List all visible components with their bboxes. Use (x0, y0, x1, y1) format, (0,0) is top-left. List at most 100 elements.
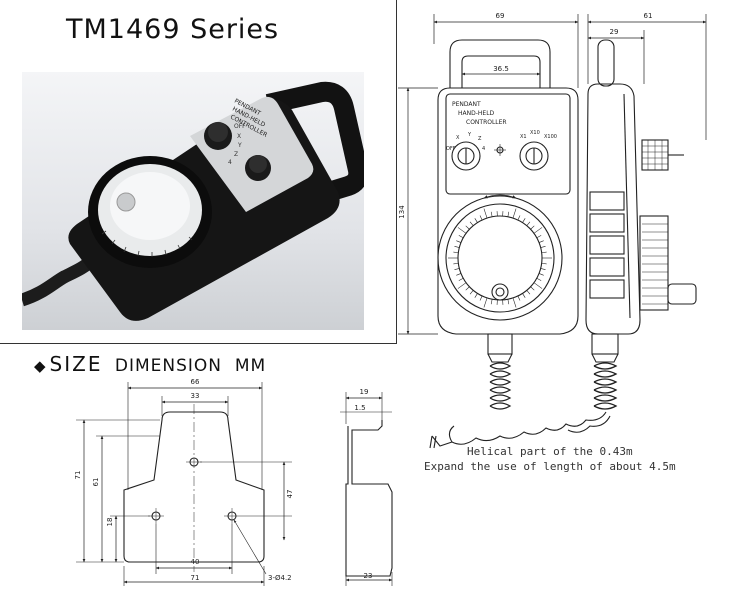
mount-profile-outline (345, 420, 393, 577)
mount-bracket-outline (123, 411, 265, 563)
dial-tick (522, 218, 526, 223)
dial-tick (454, 246, 460, 248)
dial-tick (526, 290, 531, 295)
dial-tick (469, 221, 474, 226)
side-view (429, 14, 707, 449)
dial-tick (453, 251, 459, 254)
dial-tick (456, 273, 462, 276)
dial-tick (483, 208, 488, 219)
dial-tick (465, 225, 470, 230)
side-handwheel (639, 215, 669, 311)
svg-text:OFF: OFF (446, 146, 456, 152)
svg-text:X10: X10 (530, 130, 540, 136)
dial-tick (512, 208, 517, 219)
dial-tick (458, 235, 464, 239)
dial-tick (540, 246, 546, 248)
side-body-outline (585, 83, 641, 335)
side-handwheel-grip (667, 283, 697, 305)
dial-tick (490, 211, 493, 217)
dim-mount-left-inner: 61 (92, 478, 100, 487)
svg-text:Z: Z (234, 151, 238, 158)
dial-tick (540, 268, 546, 270)
mount-profile-view (340, 392, 393, 586)
dial-tick (465, 286, 470, 291)
front-handwheel-outer (437, 195, 563, 321)
section-divider-vertical (396, 0, 397, 343)
dim-profile-thickness: 1.5 (354, 404, 365, 412)
dial-tick (458, 277, 464, 281)
section-divider-horizontal (0, 343, 397, 344)
helical-cable (429, 411, 611, 449)
front-handle-inner (461, 55, 541, 88)
side-cable-connector (591, 333, 619, 355)
front-view (398, 14, 579, 410)
dial-tick (536, 277, 542, 281)
svg-text:Z: Z (478, 136, 482, 142)
svg-text:OFF: OFF (234, 123, 246, 130)
side-cable-coil (593, 362, 618, 410)
photo-handwheel-grip (116, 192, 136, 212)
dial-tick (479, 215, 483, 221)
front-axis-switch (451, 141, 481, 171)
dial-tick (474, 293, 478, 298)
product-title: TM1469 Series (66, 14, 280, 45)
dial-tick (522, 293, 526, 298)
svg-text:X100: X100 (544, 134, 557, 140)
svg-text:Y: Y (467, 132, 472, 138)
dial-tick (526, 221, 531, 226)
dial-tick (536, 235, 542, 239)
svg-text:X1: X1 (520, 134, 527, 140)
front-cable-connector (487, 333, 513, 355)
dim-mount-right: 47 (286, 490, 294, 499)
front-cable-coil (489, 362, 512, 410)
dial-tick (456, 240, 462, 243)
dial-tick (517, 215, 521, 221)
svg-text:4: 4 (228, 159, 232, 166)
dial-tick (530, 225, 535, 230)
dial-tick (541, 251, 547, 254)
svg-text:4: 4 (482, 146, 485, 152)
front-panel-text-1: PENDANT (452, 101, 481, 108)
dial-tick (507, 299, 510, 305)
dial-tick (517, 295, 521, 301)
front-panel (445, 93, 571, 195)
dial-tick (530, 286, 535, 291)
dial-tick (533, 282, 543, 289)
mount-hole-note: 3-Ø4.2 (268, 574, 292, 582)
dim-front-width: 69 (496, 12, 505, 20)
dial-tick (512, 297, 517, 308)
dim-front-inner: 36.5 (493, 65, 509, 73)
dial-tick (538, 273, 544, 276)
product-photo-drawing: PENDANT HAND-HELD CONTROLLER OFF X Y Z 4 (19, 81, 369, 321)
front-panel-text-3: CONTROLLER (466, 119, 507, 126)
dim-profile-bottom: 23 (364, 572, 373, 580)
front-multiplier-switch (519, 141, 549, 171)
dim-mount-top-inner: 33 (191, 392, 200, 400)
dial-tick (457, 282, 467, 289)
front-body-outline (437, 87, 579, 335)
dim-profile-top: 19 (360, 388, 369, 396)
dial-tick (479, 295, 483, 301)
dial-tick (507, 211, 510, 217)
front-dial-ticks (448, 208, 552, 308)
svg-text:X: X (237, 133, 241, 140)
photo-dial-ticks (101, 230, 193, 257)
side-handle (597, 39, 615, 87)
diamond-icon: ◆ (34, 357, 47, 375)
dial-tick (457, 227, 467, 234)
dim-mount-small: 18 (106, 518, 114, 527)
cable-note-helical: Helical part of the 0.43m (467, 445, 633, 458)
cable-note-expand: Expand the use of length of about 4.5m (424, 460, 676, 473)
dial-tick (454, 268, 460, 270)
dial-tick (469, 290, 474, 295)
dial-tick (490, 299, 493, 305)
product-photo: PENDANT HAND-HELD CONTROLLER OFF X Y Z 4 (19, 72, 369, 330)
dial-tick (483, 297, 488, 308)
dim-mount-left-outer: 71 (74, 471, 82, 480)
size-dimension-heading: ◆SIZE DIMENSION MM (34, 352, 267, 376)
front-panel-text-2: HAND-HELD (458, 110, 495, 117)
dim-side-handle: 29 (610, 28, 619, 36)
dim-mount-bottom-inner: 40 (191, 558, 200, 566)
dim-mount-top-outer: 66 (191, 378, 200, 386)
